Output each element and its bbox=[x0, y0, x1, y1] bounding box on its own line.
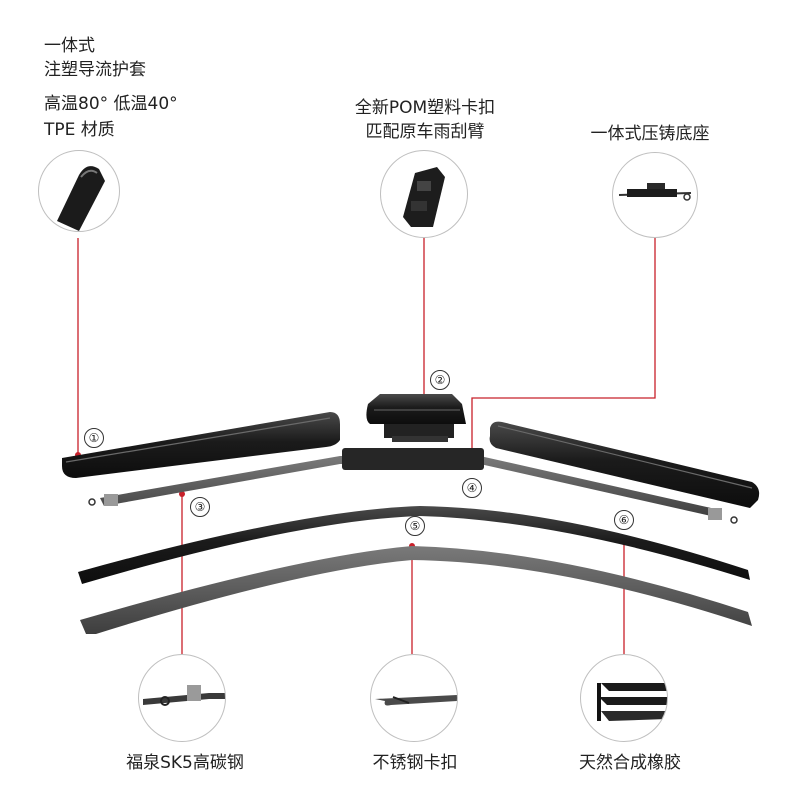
detail-steel-clip bbox=[370, 654, 458, 742]
rubber-label: 天然合成橡胶 bbox=[579, 753, 681, 773]
temperature-label: 高温80° 低温40° bbox=[44, 94, 178, 114]
left-spoiler-shroud bbox=[62, 412, 340, 478]
shroud-label-line1: 一体式 bbox=[44, 36, 95, 56]
callout-5: ⑤ bbox=[405, 516, 425, 536]
right-spoiler-shroud bbox=[489, 421, 760, 508]
base-label: 一体式压铸底座 bbox=[590, 124, 710, 144]
tpe-material-label: TPE 材质 bbox=[44, 120, 115, 140]
leader-lines bbox=[77, 238, 656, 654]
upper-spring-frame bbox=[88, 448, 738, 524]
detail-rubber-edge bbox=[580, 654, 668, 742]
pom-clip-adapter bbox=[366, 394, 466, 442]
rubber-blade-strip bbox=[78, 506, 750, 584]
callout-4: ④ bbox=[462, 478, 482, 498]
detail-diecast-base bbox=[612, 152, 698, 238]
steel-clip-label: 不锈钢卡扣 bbox=[372, 753, 458, 773]
clip-label-line1: 全新POM塑料卡扣 bbox=[354, 98, 496, 118]
steel-spring-label: 福泉SK5高碳钢 bbox=[126, 753, 244, 773]
detail-pom-clip bbox=[380, 150, 468, 238]
callout-2: ② bbox=[430, 370, 450, 390]
shroud-label-line2: 注塑导流护套 bbox=[44, 60, 146, 80]
detail-steel-spring bbox=[138, 654, 226, 742]
clip-label-line2: 匹配原车雨刮臂 bbox=[365, 122, 485, 142]
callout-1: ① bbox=[84, 428, 104, 448]
callout-3: ③ bbox=[190, 497, 210, 517]
callout-6: ⑥ bbox=[614, 510, 634, 530]
steel-vertebra bbox=[80, 546, 752, 634]
detail-shroud-tip bbox=[38, 150, 120, 232]
